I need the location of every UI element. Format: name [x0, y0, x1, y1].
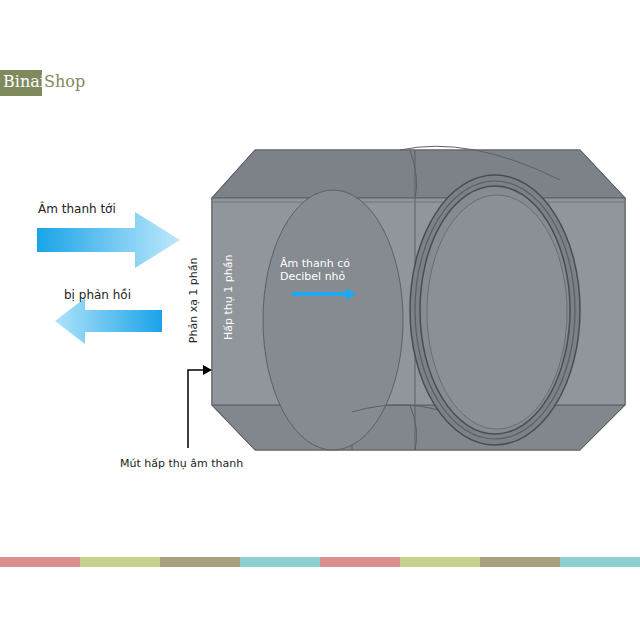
strip-segment [560, 557, 640, 567]
strip-segment [480, 557, 560, 567]
callout-label: Mút hấp thụ âm thanh [120, 458, 243, 471]
arrow-label: bị phản hồi [64, 289, 131, 303]
reflected-arrow [55, 298, 162, 344]
strip-segment [160, 557, 240, 567]
logo-text: Shop [44, 73, 85, 91]
color-strip [0, 557, 640, 567]
strip-segment [0, 557, 80, 567]
transmitted-label: Âm thanh có Decibel nhỏ [280, 258, 370, 283]
foam-block [212, 146, 625, 450]
strip-segment [320, 557, 400, 567]
face-label: Hấp thụ 1 phần [224, 254, 237, 339]
leader-line [188, 370, 204, 448]
leader-arrowhead [203, 365, 212, 375]
logo-text: Binai [3, 73, 45, 91]
strip-segment [240, 557, 320, 567]
transmitted-arrow [292, 288, 356, 300]
arrow-label: Âm thanh tới [38, 203, 116, 217]
incoming-arrow [37, 212, 180, 268]
strip-segment [400, 557, 480, 567]
face-label: Phản xạ 1 phần [188, 257, 201, 343]
strip-segment [80, 557, 160, 567]
